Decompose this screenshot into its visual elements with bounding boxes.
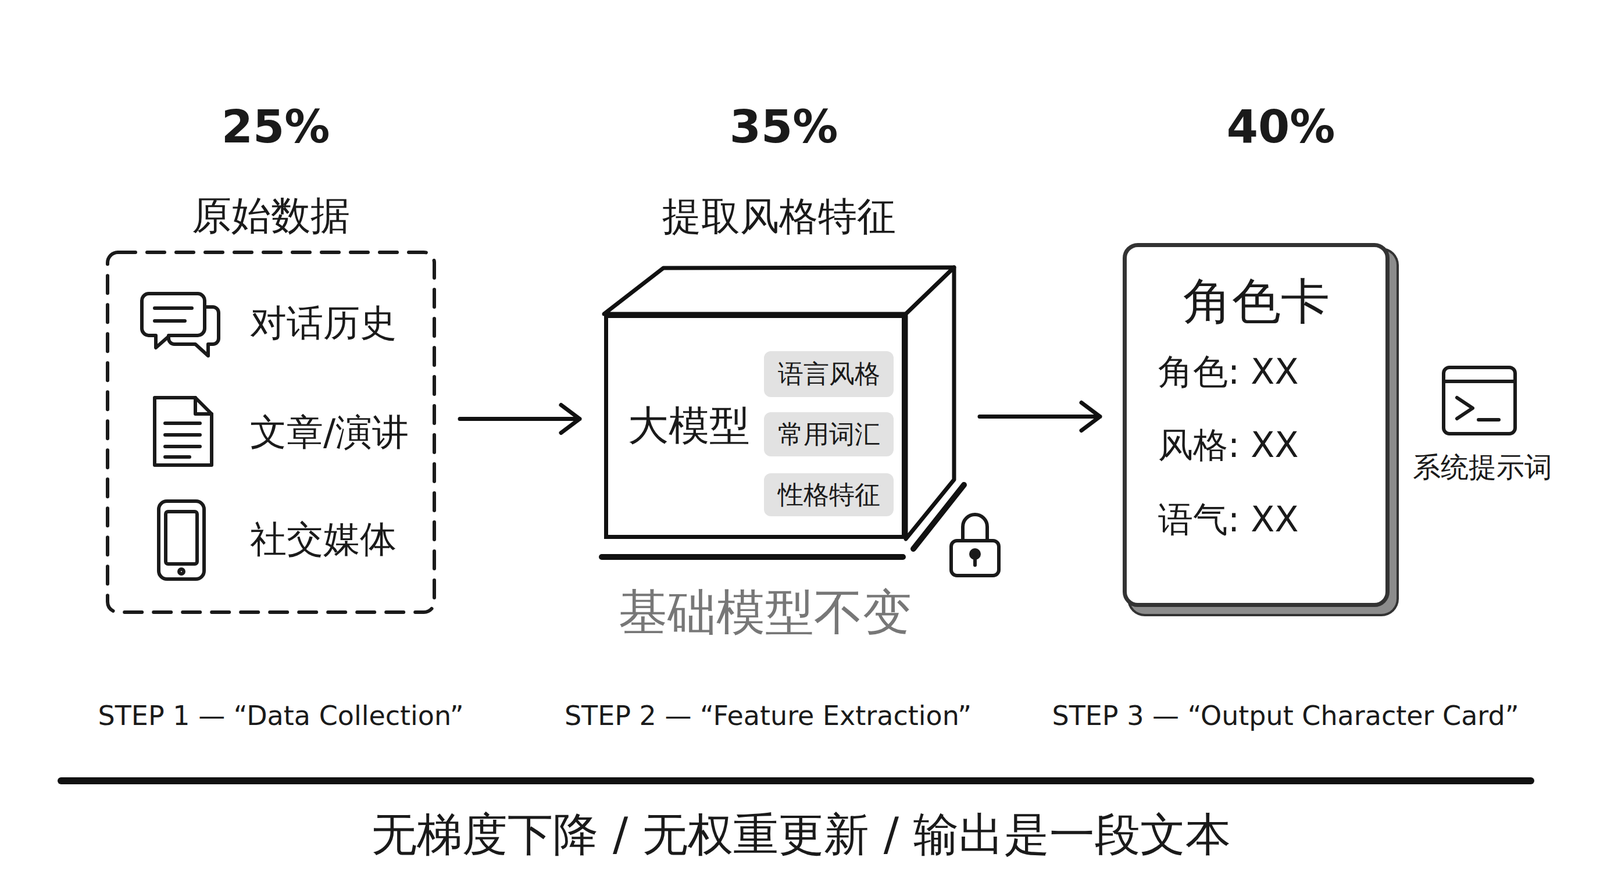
icon-caption: 系统提示词: [1412, 450, 1553, 485]
card-field: 角色: XX: [1158, 350, 1299, 393]
phone-icon: [158, 501, 205, 580]
step-label: STEP 3 — “Output Character Card”: [1051, 700, 1519, 732]
note-label: 基础模型不变: [618, 583, 912, 642]
footer-note: 无梯度下降 / 无权重更新 / 输出是一段文本: [371, 807, 1231, 863]
step-label: STEP 1 — “Data Collection”: [98, 700, 464, 732]
dashed-border: [107, 252, 435, 613]
arrow-line: [459, 405, 580, 434]
tag-text: 性格特征: [777, 479, 881, 511]
step-heading: 提取风格特征: [604, 193, 954, 240]
card-field: 风格: XX: [1158, 423, 1299, 466]
percent-label: 25%: [221, 100, 331, 155]
source-item: 文章/演讲: [250, 410, 409, 455]
card-title: 角色卡: [1126, 272, 1386, 331]
card-field: 语气: XX: [1158, 498, 1299, 541]
arrow-line: [979, 402, 1100, 431]
document-icon: [154, 397, 212, 466]
model-box: 提取风格特征大模型语言风格常用词汇性格特征: [604, 313, 906, 539]
feature-tag: 性格特征: [763, 473, 894, 517]
model-label: 大模型: [627, 401, 750, 450]
percent-label: 40%: [1226, 100, 1336, 155]
tag-text: 语言风格: [777, 358, 881, 390]
base-bar: [601, 554, 903, 560]
cube-faces: [604, 267, 955, 539]
lock-icon: [951, 514, 999, 576]
source-group: 原始数据对话历史文章/演讲社交媒体: [105, 250, 437, 615]
feature-tag: 常用词汇: [763, 412, 894, 457]
source-item: 社交媒体: [250, 517, 397, 562]
step-label: STEP 2 — “Feature Extraction”: [564, 700, 972, 732]
source-item: 对话历史: [250, 301, 397, 346]
feature-tag: 语言风格: [763, 351, 894, 398]
character-card: 角色卡角色: XX 风格: XX 语气: XX: [1122, 243, 1390, 607]
flow-arrow: [979, 402, 1100, 431]
tag-text: 常用词汇: [777, 419, 881, 450]
divider-line: [61, 777, 1531, 785]
group-heading: 原始数据: [105, 191, 437, 240]
chat-icon: [141, 293, 219, 356]
flow-arrow: [459, 405, 580, 434]
percent-label: 35%: [729, 100, 839, 155]
terminal-icon: [1443, 367, 1516, 434]
